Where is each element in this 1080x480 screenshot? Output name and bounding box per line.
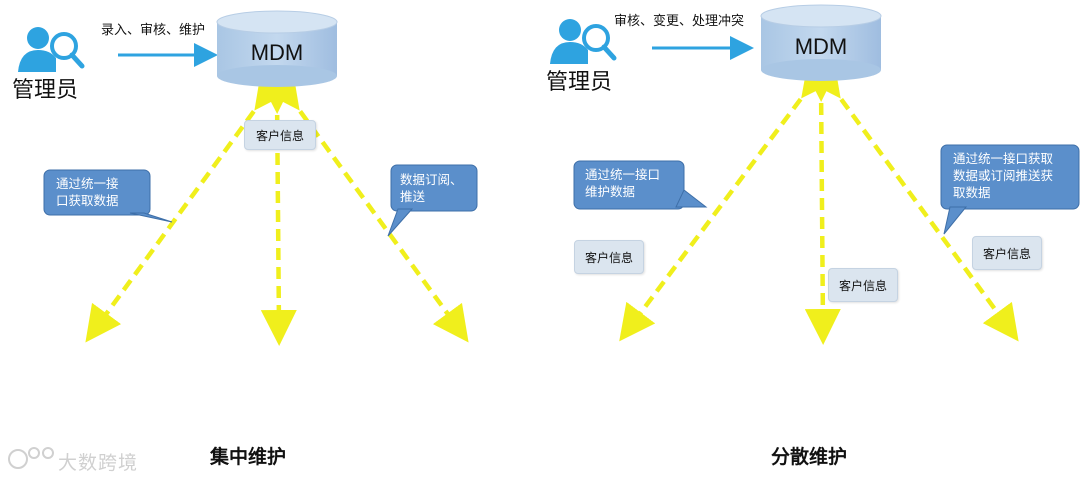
speech-bubble-left-b: 数据订阅、 推送: [400, 171, 463, 205]
speech-bubble-left-a: 通过统一接 口获取数据: [56, 175, 119, 209]
connector-left-1: [85, 70, 291, 343]
watermark-text: 大数跨境: [58, 452, 139, 474]
bubble-text-line: 通过统一接口获取: [953, 151, 1054, 166]
bubble-text-line: 数据订阅、: [400, 172, 463, 187]
bubble-text-line: 通过统一接口: [585, 167, 661, 182]
mdm-label-left: MDM: [250, 40, 304, 65]
admin-label-right: 管理员: [546, 70, 613, 95]
mdm-database-left: [216, 10, 338, 87]
action-label-left: 录入、审核、维护: [101, 23, 206, 38]
admin-label-left: 管理员: [12, 78, 79, 103]
connector-right-1: [619, 58, 838, 342]
mdm-label-right: MDM: [794, 34, 848, 59]
mdm-database-right: [760, 4, 882, 81]
connector-right-3: [804, 58, 1019, 342]
admin-user-icon-right: [550, 19, 617, 64]
bubble-text-line: 通过统一接: [56, 176, 119, 191]
data-tag-left: 客户信息: [244, 120, 316, 150]
speech-bubble-right-a: 通过统一接口 维护数据: [585, 166, 660, 200]
admin-user-icon-left: [18, 27, 85, 72]
bubble-text-line: 推送: [400, 189, 426, 204]
speech-bubble-left-a-shape: [43, 169, 173, 223]
bubble-text-line: 口获取数据: [56, 193, 119, 208]
data-tag-right-3: 客户信息: [972, 236, 1042, 270]
speech-bubble-right-b-shape: [940, 144, 1080, 235]
watermark-logo-icon: [8, 447, 54, 469]
caption-distributed: 分散维护: [771, 446, 848, 468]
connector-right-2: [802, 65, 841, 345]
bubble-text-line: 维护数据: [585, 184, 636, 199]
right-connectors: [619, 58, 1019, 345]
caption-centralized: 集中维护: [210, 446, 287, 468]
connector-left-3: [263, 70, 469, 343]
data-tag-right-2: 客户信息: [828, 268, 898, 302]
speech-bubble-right-a-shape: [573, 160, 708, 210]
data-tag-right-1: 客户信息: [574, 240, 644, 274]
speech-bubble-right-b: 通过统一接口获取 数据或订阅推送获 取数据: [953, 150, 1053, 201]
bubble-text-line: 数据或订阅推送获: [953, 168, 1054, 183]
action-label-right: 审核、变更、处理冲突: [614, 14, 745, 29]
speech-bubble-left-b-shape: [387, 164, 478, 237]
bubble-text-line: 取数据: [953, 185, 991, 200]
